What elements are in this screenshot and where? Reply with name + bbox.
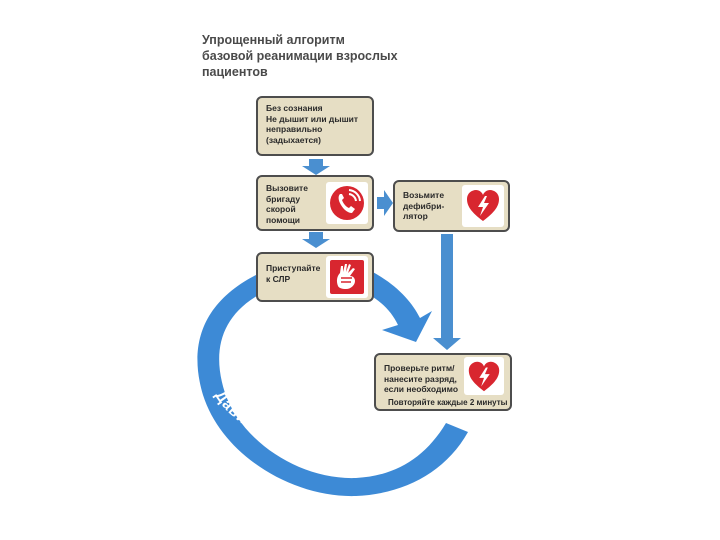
box-cpr-line-2: к СЛР — [266, 273, 291, 284]
cpr-hands-icon — [326, 256, 368, 298]
box-check-line-1: Проверьте ритм/ — [384, 363, 455, 373]
arrow-down-2 — [302, 232, 330, 248]
box-call-line-3: скорой — [266, 204, 296, 214]
defibrillator-heart-icon — [464, 357, 504, 395]
title-line-3: пациентов — [202, 65, 268, 79]
phone-icon — [326, 182, 368, 224]
box-call-ambulance: Вызовите бригаду скорой помощи — [256, 175, 374, 231]
title-line-1: Упрощенный алгоритм — [202, 33, 345, 47]
box-defib-line-2: дефибри- — [403, 200, 445, 211]
box-check-rhythm: Проверьте ритм/ нанесите разряд, если не… — [374, 353, 512, 411]
box-unconscious-line-2: Не дышит или дышит — [266, 113, 359, 124]
box-call-line-1: Вызовите — [266, 183, 308, 193]
box-call-line-2: бригаду — [266, 193, 301, 204]
box-start-cpr: Приступайте к СЛР — [256, 252, 374, 302]
defibrillator-heart-icon — [462, 185, 504, 227]
box-unconscious-line-1: Без сознания — [266, 103, 323, 113]
title-line-2: базовой реанимации взрослых — [202, 49, 398, 63]
box-get-defibrillator: Возьмите дефибри- лятор — [393, 180, 510, 232]
repeat-note: Повторяйте каждые 2 минуты — [388, 398, 508, 407]
arrow-right-1 — [377, 190, 393, 216]
box-check-line-3: если необходимо — [384, 384, 459, 394]
box-check-line-2: нанесите разряд, — [384, 373, 457, 384]
box-call-line-4: помощи — [266, 214, 300, 225]
diagram-title: Упрощенный алгоритм базовой реанимации в… — [202, 32, 462, 80]
arrow-down-1 — [302, 159, 330, 175]
box-cpr-line-1: Приступайте — [266, 263, 321, 273]
box-unconscious-line-3: неправильно — [266, 124, 323, 134]
box-defib-line-1: Возьмите — [403, 190, 445, 200]
box-unconscious-line-4: (задыхается) — [266, 134, 321, 145]
box-unconscious: Без сознания Не дышит или дышит неправил… — [256, 96, 374, 156]
box-defib-line-3: лятор — [403, 211, 428, 221]
arrow-down-3 — [433, 234, 461, 350]
